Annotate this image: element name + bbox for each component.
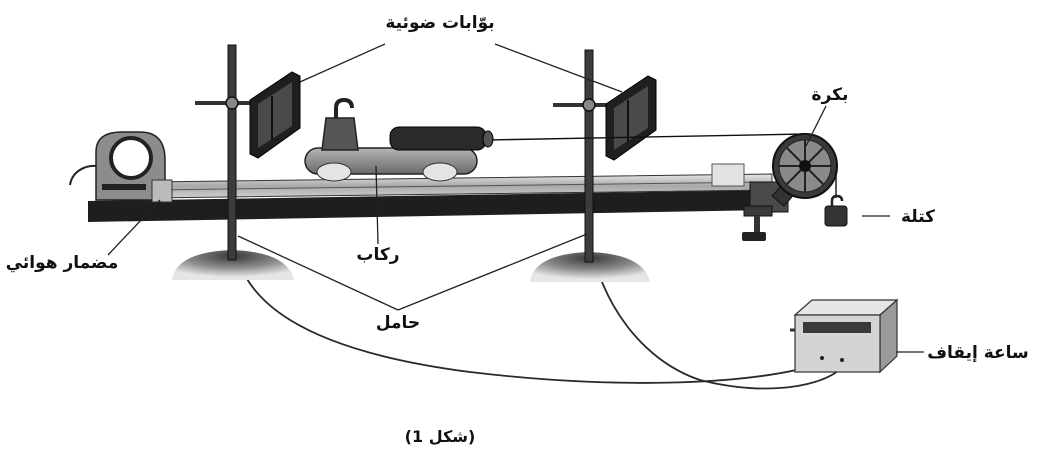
left-stand: [172, 44, 294, 280]
label-stopwatch: ساعة إيقاف: [927, 343, 1029, 363]
glider-wheel-right: [422, 162, 458, 182]
stopwatch-display: [803, 322, 871, 333]
right-photogate: [605, 75, 657, 161]
pulley: [772, 133, 838, 199]
left-photogate: [249, 71, 301, 159]
label-air-track: مضمار هوائي: [6, 253, 119, 273]
stopwatch-port-2: [840, 358, 844, 362]
label-glider: ركاب: [356, 245, 399, 265]
air-pump: [69, 131, 173, 203]
left-stand-base: [172, 250, 294, 280]
string: [487, 133, 806, 141]
label-mass: كتلة: [901, 207, 935, 227]
track-base: [88, 190, 772, 222]
label-stand: حامل: [376, 313, 420, 333]
right-stand-pole: [584, 49, 594, 263]
figure-caption: (شكل 1): [405, 427, 476, 446]
label-photogates: بوّابات ضوئية: [385, 13, 494, 33]
air-track: [88, 163, 773, 222]
right-stand: [530, 49, 650, 282]
glider-wheel-left: [316, 162, 352, 182]
track-end-block: [711, 163, 745, 187]
glider-weight: [321, 117, 359, 151]
glider: [304, 97, 494, 182]
left-stand-pole: [227, 44, 237, 261]
label-pulley: بكرة: [812, 85, 849, 105]
pump-fan: [109, 136, 153, 180]
glider-weight-hook: [334, 97, 354, 118]
stopwatch-port-1: [820, 356, 824, 360]
glider-cylinder: [389, 126, 487, 151]
stopwatch: [790, 298, 899, 374]
left-gate-wire: [233, 239, 826, 384]
right-stand-base: [530, 252, 650, 282]
hanging-mass: [824, 194, 848, 227]
right-gate-wire: [589, 239, 846, 390]
